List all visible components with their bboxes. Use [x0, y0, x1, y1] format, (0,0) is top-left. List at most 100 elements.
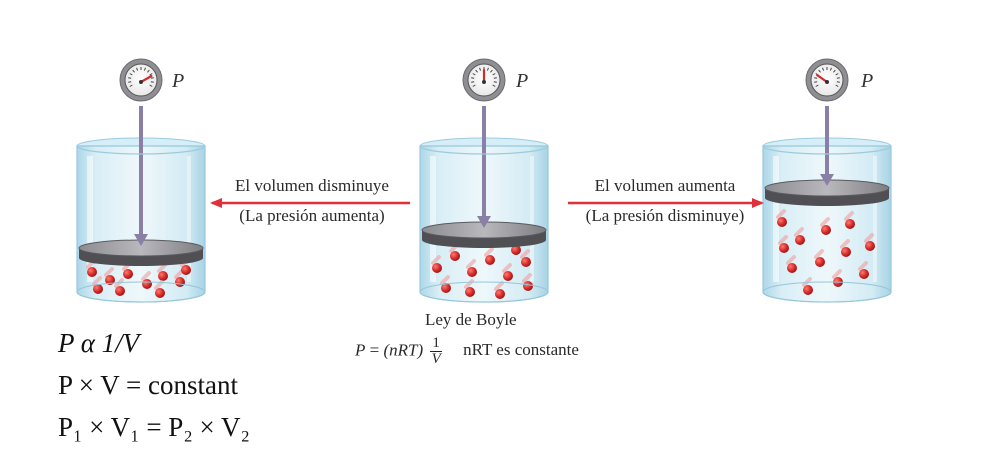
gas-molecule — [841, 247, 851, 257]
gauge-hub — [482, 80, 486, 84]
gauge-tick — [829, 67, 832, 71]
gauge-tick — [149, 84, 153, 87]
gauge-tick — [471, 81, 475, 83]
gas-molecule — [105, 275, 115, 285]
gauge-tick — [129, 73, 133, 76]
gauge-tick — [822, 67, 825, 71]
gas-molecule — [87, 267, 97, 277]
beaker-highlight — [187, 156, 191, 282]
gauge-tick — [150, 77, 154, 79]
gauge-tick — [132, 69, 135, 73]
molecule-trail — [440, 275, 450, 285]
gas-molecule — [865, 241, 875, 251]
boyle-title: Ley de Boyle — [425, 310, 517, 329]
molecule-trail — [157, 263, 167, 273]
molecule-trail — [786, 255, 796, 265]
molecule-trail — [522, 273, 532, 283]
gauge-tick — [128, 77, 132, 79]
gauge-hub — [825, 80, 829, 84]
gauge-tick — [818, 69, 821, 73]
boyle-eq-equals: = — [369, 340, 380, 360]
beaker-rim-front — [419, 145, 549, 155]
arrow-decrease-volume — [210, 198, 410, 208]
gas-molecule — [450, 251, 460, 261]
boyle-eq-numerator: 1 — [430, 335, 442, 352]
gauge-tick — [492, 84, 496, 87]
beaker-highlight — [430, 156, 436, 282]
pressure-gauge-icon — [119, 58, 163, 102]
gas-molecule — [485, 255, 495, 265]
molecule-trail — [174, 269, 184, 279]
gas-molecule — [821, 225, 831, 235]
molecule-trail — [520, 249, 530, 259]
gas-molecule — [432, 263, 442, 273]
gauge-tick — [147, 69, 150, 73]
gas-molecule — [465, 287, 475, 297]
molecule-trail — [502, 263, 512, 273]
molecule-trail — [778, 235, 788, 245]
beaker-rim-front — [762, 145, 892, 155]
molecule-trail — [814, 249, 824, 259]
gas-molecule — [155, 288, 165, 298]
gauge-needle — [816, 74, 829, 84]
gauge-tick — [150, 81, 154, 83]
gauge-tick — [149, 73, 153, 76]
gas-molecule — [503, 271, 513, 281]
molecule-trail — [141, 271, 151, 281]
gauge-tick — [836, 81, 840, 83]
beaker-base — [76, 281, 206, 303]
piston-rod-arrowhead — [820, 174, 834, 186]
molecule-trail — [820, 217, 830, 227]
gauge-tick — [490, 69, 493, 73]
gas-molecule — [523, 281, 533, 291]
gas-molecule — [777, 217, 787, 227]
gauge-tick — [493, 81, 497, 83]
gauge-label-left: P — [172, 70, 185, 92]
gauge-tick — [814, 81, 818, 83]
gas-molecule — [115, 286, 125, 296]
gauge-tick — [136, 67, 139, 71]
boyle-eq-fraction: 1 V — [430, 336, 442, 367]
boyle-eq-denominator: V — [431, 351, 441, 367]
right-arrow-line1: El volumen aumenta — [594, 176, 736, 195]
gauge-tick — [479, 67, 482, 71]
gauge-tick — [143, 67, 146, 71]
gauge-tick — [814, 77, 818, 79]
gas-molecule — [521, 257, 531, 267]
gas-molecule — [158, 271, 168, 281]
beaker-rim-front — [76, 145, 206, 155]
gas-molecule — [441, 283, 451, 293]
beaker-highlight — [87, 156, 93, 282]
equation-two-states: P₁ × V₁ = P₂ × V₂ — [58, 412, 250, 442]
gauge-tick — [815, 84, 819, 87]
gauge-tick — [471, 77, 475, 79]
beaker-highlight — [873, 156, 877, 282]
boyle-eq-lhs: P — [355, 340, 366, 360]
gauge-tick — [472, 73, 476, 76]
beaker-base — [419, 281, 549, 303]
gauge-tick — [836, 77, 840, 79]
molecule-trail — [832, 269, 842, 279]
gauge-tick — [833, 69, 836, 73]
gas-molecule — [511, 245, 521, 255]
gas-molecule — [495, 289, 505, 299]
left-arrow-line1: El volumen disminuye — [235, 176, 389, 195]
gauge-label-right: P — [861, 70, 874, 92]
molecule-trail — [864, 233, 874, 243]
gas-molecule — [803, 285, 813, 295]
gauge-tick — [492, 73, 496, 76]
piston-rod-arrowhead — [134, 234, 148, 246]
gas-molecule — [181, 265, 191, 275]
left-arrow-line2: (La presión aumenta) — [239, 206, 385, 225]
gauge-tick — [129, 84, 133, 87]
beaker-center — [419, 106, 549, 303]
gas-molecule — [93, 284, 103, 294]
gas-molecule — [123, 269, 133, 279]
beaker-right — [762, 106, 892, 303]
gauge-tick — [835, 73, 839, 76]
gas-molecule — [845, 219, 855, 229]
gas-molecule — [815, 257, 825, 267]
beaker-base — [762, 281, 892, 303]
pressure-gauge-icon — [462, 58, 506, 102]
